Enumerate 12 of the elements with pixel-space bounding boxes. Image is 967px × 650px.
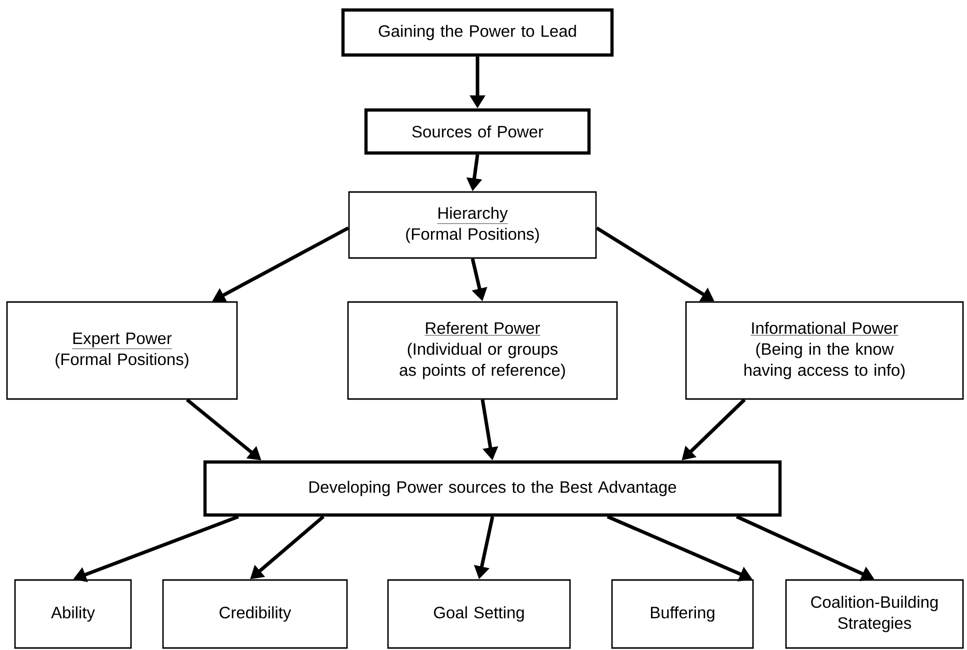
process-box: Expert Power (Formal Positions) bbox=[6, 301, 238, 400]
process-box: Developing Power sources to the Best Advantage bbox=[203, 460, 782, 517]
process-box: Gaining the Power to Lead bbox=[341, 8, 614, 57]
process-box: Sources of Power bbox=[364, 108, 591, 155]
process-box: Goal Setting bbox=[387, 579, 571, 649]
process-box: Referent Power (Individual or groups as points of reference) bbox=[347, 301, 618, 400]
process-box: Buffering bbox=[611, 579, 754, 649]
process-box: Credibility bbox=[162, 579, 348, 649]
process-box: Coalition-Building Strategies bbox=[785, 579, 964, 649]
process-box: Ability bbox=[14, 579, 132, 649]
process-box: Hierarchy (Formal Positions) bbox=[348, 191, 597, 259]
process-box: Informational Power (Being in the know having access to info) bbox=[685, 301, 964, 400]
